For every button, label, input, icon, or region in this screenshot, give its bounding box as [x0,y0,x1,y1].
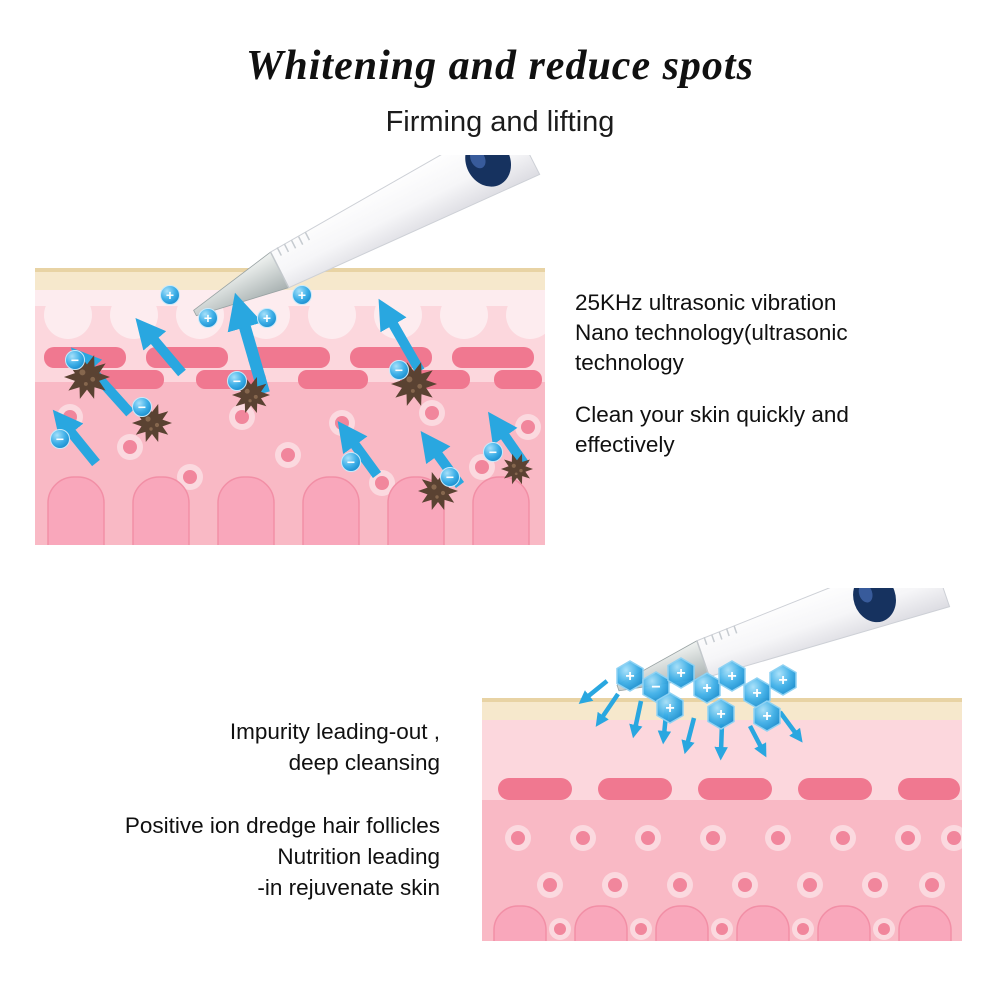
infusion-arrow [681,717,697,755]
feature-line: deep cleansing [288,750,440,775]
extraction-arrow [227,292,270,395]
minus-symbol: − [71,352,79,368]
plus-symbol: + [665,700,674,717]
plus-symbol: + [716,706,725,723]
positive-ion-cluster: + − + + + + + + + + [616,657,797,732]
negative-ion: − [132,397,152,417]
positive-ion-hexagon: + [769,664,797,696]
plus-symbol: + [762,708,771,725]
extraction-arrow [135,317,186,377]
positive-ion-hexagon: + [616,660,644,692]
plus-symbol: + [263,310,271,326]
infusion-arrow [629,700,644,739]
page-subtitle: Firming and lifting [385,106,615,138]
impurity-extraction-diagram: − − − − − − − − + + + + [35,155,545,545]
plus-symbol: + [204,310,212,326]
positive-ion: + [198,308,218,328]
feature-line: Nutrition leading [277,844,440,869]
plus-symbol: + [752,685,761,702]
minus-symbol: − [138,399,146,415]
pores-bottom [549,918,895,940]
ion-infusion-diagram: + − + + + + + + + + [482,588,962,941]
device-seam [269,251,290,289]
negative-ion: − [389,360,409,380]
minus-symbol: − [395,362,403,378]
minus-symbol: − [446,469,454,485]
positive-ion-hexagon: + [693,672,721,704]
negative-ion: − [50,429,70,449]
infusion-arrow [595,692,620,727]
negative-ion: − [440,467,460,487]
brand-logo [465,155,512,187]
pores [505,825,962,898]
feature-line: technology [575,350,684,375]
ion-feature-text: Impurity leading-out , deep cleansing Po… [40,716,440,903]
feature-line: 25KHz ultrasonic vibration [575,290,837,315]
positive-ion-hexagon: + [718,660,746,692]
negative-ion: − [227,371,247,391]
positive-ion-hexagon: + [743,677,771,709]
feature-line: Clean your skin quickly and [575,402,849,427]
text-gap [575,378,935,400]
positive-ion-hexagon: + [707,698,735,730]
plus-symbol: + [702,680,711,697]
infusion-arrow [748,724,767,758]
negative-ion-hexagon: − [642,671,670,703]
ultrasonic-scrubber-device [193,155,541,317]
minus-symbol: − [347,454,355,470]
extraction-arrow [337,421,382,478]
plus-symbol: + [778,672,787,689]
text-gap [40,778,440,810]
device-ridges [276,231,311,256]
ultrasonic-feature-text: 25KHz ultrasonic vibration Nano technolo… [575,288,935,460]
minus-symbol: − [233,373,241,389]
positive-ions: + + + + [160,285,312,328]
device-ridges [703,625,738,645]
feature-line: -in rejuvenate skin [257,875,440,900]
minus-symbol: − [56,431,64,447]
sebum-capsules [498,778,960,800]
positive-ion: + [257,308,277,328]
plus-symbol: + [727,668,736,685]
extraction-arrow [52,409,100,467]
extraction-arrows [52,292,530,488]
logo-highlight [858,588,873,603]
positive-ion: + [160,285,180,305]
skin-cross-section [35,268,545,545]
feature-line: Positive ion dredge hair follicles [124,813,440,838]
plus-symbol: + [676,665,685,682]
negative-ions: − − − − − − − − [50,350,503,487]
plus-symbol: + [625,668,634,685]
positive-ion-hexagon: + [753,700,781,732]
page-title: Whitening and reduce spots [246,43,754,89]
dermal-papillae [47,476,530,545]
infusion-arrow [578,679,609,704]
device-seam [696,640,710,677]
feature-line: effectively [575,432,675,457]
minus-symbol: − [651,679,660,696]
brand-logo [853,588,896,623]
minus-symbol: − [489,444,497,460]
negative-ion: − [341,452,361,472]
logo-highlight [470,155,486,169]
positive-ion: + [292,285,312,305]
negative-ion: − [65,350,85,370]
plus-symbol: + [166,287,174,303]
positive-ion-hexagon: + [667,657,695,689]
dermal-papillae [493,905,952,941]
infusion-arrow [778,710,803,743]
feature-line: Nano technology(ultrasonic [575,320,848,345]
extraction-arrow [378,298,425,374]
positive-ion-hexagon: + [656,692,684,724]
feature-line: Impurity leading-out , [229,719,440,744]
skin-cross-section [482,698,962,941]
plus-symbol: + [298,287,306,303]
negative-ion: − [483,442,503,462]
